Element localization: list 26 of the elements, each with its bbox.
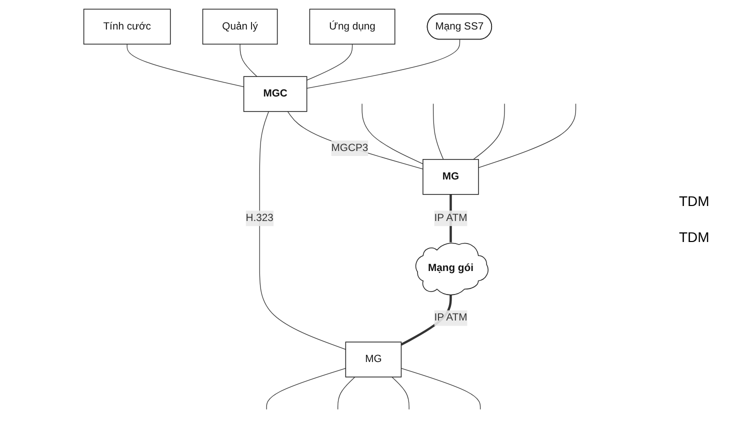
node-box: MG xyxy=(345,342,402,378)
edge-label: MGCP3 xyxy=(331,142,368,154)
node-box: Ứng dụng xyxy=(309,8,396,45)
connector xyxy=(126,44,244,88)
edge-label: H.323 xyxy=(246,212,274,224)
connector xyxy=(362,103,424,164)
node-box: Quản lý xyxy=(202,8,278,45)
node-box: MG xyxy=(422,159,479,195)
edge-label: IP ATM xyxy=(434,212,468,224)
connector xyxy=(266,368,346,410)
connector xyxy=(240,44,258,77)
connector xyxy=(432,103,444,160)
trunk-label: TDM xyxy=(679,193,710,209)
connector xyxy=(392,376,410,410)
connector xyxy=(287,111,424,170)
edge-label: IP ATM xyxy=(434,312,468,324)
connector xyxy=(478,103,576,168)
node-box: Tính cước xyxy=(83,8,171,45)
connector xyxy=(400,368,481,410)
trunk-label: TDM xyxy=(679,229,710,245)
connector xyxy=(306,44,353,81)
connector xyxy=(338,376,356,410)
connector xyxy=(306,39,460,89)
connector xyxy=(259,111,346,350)
connector xyxy=(473,103,505,160)
node-box: MGC xyxy=(243,76,308,112)
